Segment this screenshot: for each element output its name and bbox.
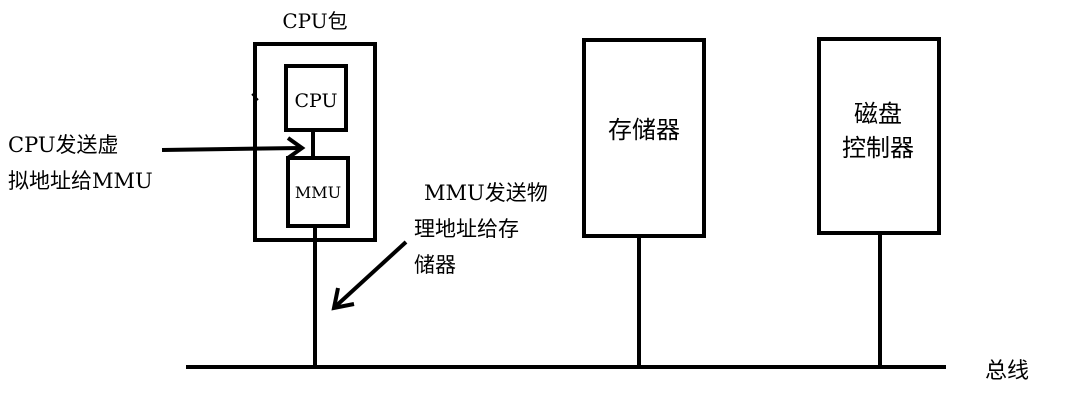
disk-controller-label-line2: 控制器 bbox=[842, 134, 914, 162]
cpu-virtual-address-note-line2: 拟地址给MMU bbox=[8, 169, 153, 193]
virtual-address-arrow-head bbox=[286, 136, 306, 160]
disk-controller-label-line1: 磁盘 bbox=[854, 100, 902, 128]
mmu-physical-address-note-line3: 储器 bbox=[414, 253, 456, 277]
mmu-label: MMU bbox=[295, 183, 341, 202]
mmu-box bbox=[286, 156, 350, 228]
physical-address-arrow-head bbox=[331, 287, 355, 311]
disk-controller-box bbox=[817, 37, 941, 235]
mmu-physical-address-note-line1: MMU发送物 bbox=[424, 181, 548, 205]
cpu-label: CPU bbox=[294, 90, 337, 112]
package-edge-tick bbox=[251, 93, 259, 101]
cpu-virtual-address-note-line1: CPU发送虚 bbox=[8, 133, 119, 157]
bus-label: 总线 bbox=[985, 359, 1029, 384]
physical-address-arrow-shaft bbox=[334, 240, 408, 308]
virtual-address-arrow-shaft bbox=[161, 146, 301, 152]
memory-box bbox=[582, 38, 706, 238]
mmu-physical-address-note-line2: 理地址给存 bbox=[414, 217, 519, 241]
cpu-package-title: CPU包 bbox=[282, 9, 347, 33]
memory-label: 存储器 bbox=[608, 116, 680, 144]
cpu-box bbox=[284, 64, 348, 132]
